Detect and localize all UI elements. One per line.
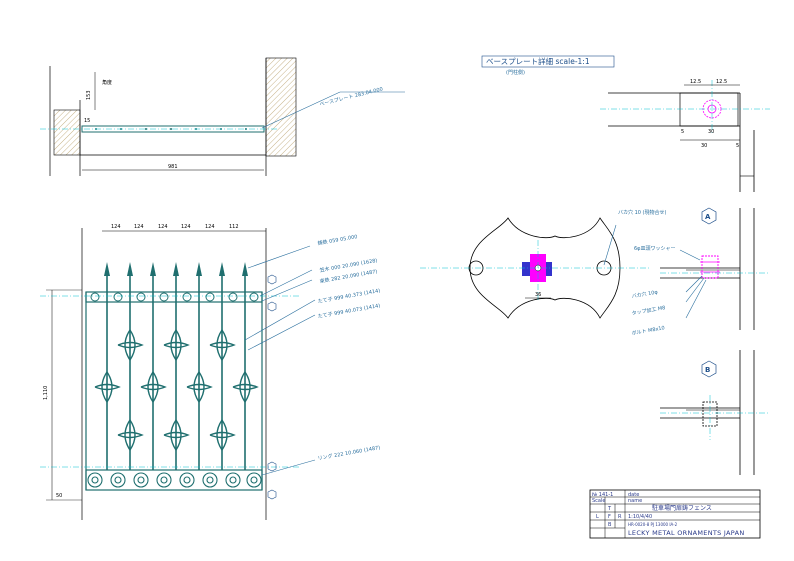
component-label: リング 222 10.060 (1487) <box>317 444 381 462</box>
dim-30-inner: 30 <box>708 129 714 135</box>
ornaments <box>94 329 259 452</box>
component-label: 鋳鉄 059 05.000 <box>317 233 358 247</box>
row3: HR-0020-8 PJ 13000 IA-2 <box>628 522 678 527</box>
right-wall-hatch <box>265 57 297 157</box>
drawing-no: № 141-1 <box>592 492 613 498</box>
quatrefoil-baseplate: 36 バカ穴 10 (現物合せ) <box>420 209 666 319</box>
spacing-dim: 112 <box>229 224 239 230</box>
spacing-dim: 124 <box>111 224 121 230</box>
detail-title: ベースプレート詳細 scale-1:1 <box>486 56 590 66</box>
spear-finials <box>104 262 248 276</box>
tap-note: タップ加工 M8 <box>631 304 666 317</box>
cell-r: R <box>618 514 622 520</box>
hole-note: バカ穴 10 (現物合せ) <box>618 209 666 216</box>
title-block: № 141-1 date Scale T L F R B name 駐車場門扉鋳… <box>589 489 761 539</box>
component-label: たて子 999 40.073 (1414) <box>317 302 381 320</box>
dim-5-left: 5 <box>681 129 684 135</box>
left-wall-hatch <box>53 109 81 156</box>
washer-note: 6φ皿頭ワッシャー <box>634 246 675 252</box>
section-a: A 6φ皿頭ワッシャー バカ穴 10φ タップ加工 M8 ボルト M8x10 <box>631 207 770 337</box>
section-b: B <box>660 350 770 475</box>
name-value: 駐車場門扉鋳フェンス <box>652 504 712 512</box>
angle-dim: 153 <box>86 90 92 100</box>
dim-12-5-left: 12.5 <box>690 79 701 85</box>
cell-f: F <box>608 514 611 520</box>
width-dim: 981 <box>168 164 178 170</box>
plate-dim: 36 <box>535 292 541 298</box>
label-leaders <box>244 245 316 476</box>
date-label: date <box>628 492 639 498</box>
angle-label: 角度 <box>102 79 112 86</box>
spacing-dims: 124 124 124 124 124 112 <box>111 224 239 230</box>
marker-b: B <box>705 366 710 374</box>
post-plate-detail: 12.5 12.5 30 30 5 5 <box>600 79 770 192</box>
top-plan-view: 角度 153 15 981 ベースプレート 283.04.000 <box>40 57 405 176</box>
spacing-dim: 124 <box>181 224 191 230</box>
front-labels: 鋳鉄 059 05.000 笠木 000 20.090 (1628) 束鉄 28… <box>317 233 381 462</box>
component-label: たて子 999 40.373 (1414) <box>317 287 381 305</box>
bottom-scrolls <box>87 472 262 488</box>
spacing-dim: 124 <box>205 224 215 230</box>
gate-frame <box>85 291 263 491</box>
marker-a: A <box>705 213 711 221</box>
bolt-outline <box>701 255 719 279</box>
offset-dim: 15 <box>84 118 90 124</box>
cell-l: L <box>596 514 599 520</box>
dim-12-5-right: 12.5 <box>716 79 727 85</box>
dim-5-right: 5 <box>736 143 739 149</box>
row2: 1:10/4/40 <box>628 514 652 520</box>
scale-label: Scale <box>592 498 605 504</box>
top-scrolls <box>90 292 259 302</box>
section-markers <box>267 274 277 500</box>
pickets <box>106 275 246 470</box>
name-label: name <box>628 498 642 504</box>
spacing-dim: 124 <box>158 224 168 230</box>
height-dim: 1,110 <box>43 386 49 400</box>
cell-b: B <box>608 522 612 528</box>
front-elevation-view: 124 124 124 124 124 112 1,110 50 <box>40 224 381 520</box>
spacing-dim: 124 <box>134 224 144 230</box>
bottom-dim: 50 <box>56 493 62 499</box>
cell-t: T <box>607 506 612 512</box>
dim-30-outer: 30 <box>701 143 707 149</box>
bolt-note: ボルト M8x10 <box>631 324 665 337</box>
company-name: LECKY METAL ORNAMENTS JAPAN <box>628 529 745 537</box>
hole-10-note: バカ穴 10φ <box>631 288 659 300</box>
detail-subtitle: (門柱側) <box>506 69 525 76</box>
baseplate-detail-title: ベースプレート詳細 scale-1:1 (門柱側) <box>481 55 615 76</box>
